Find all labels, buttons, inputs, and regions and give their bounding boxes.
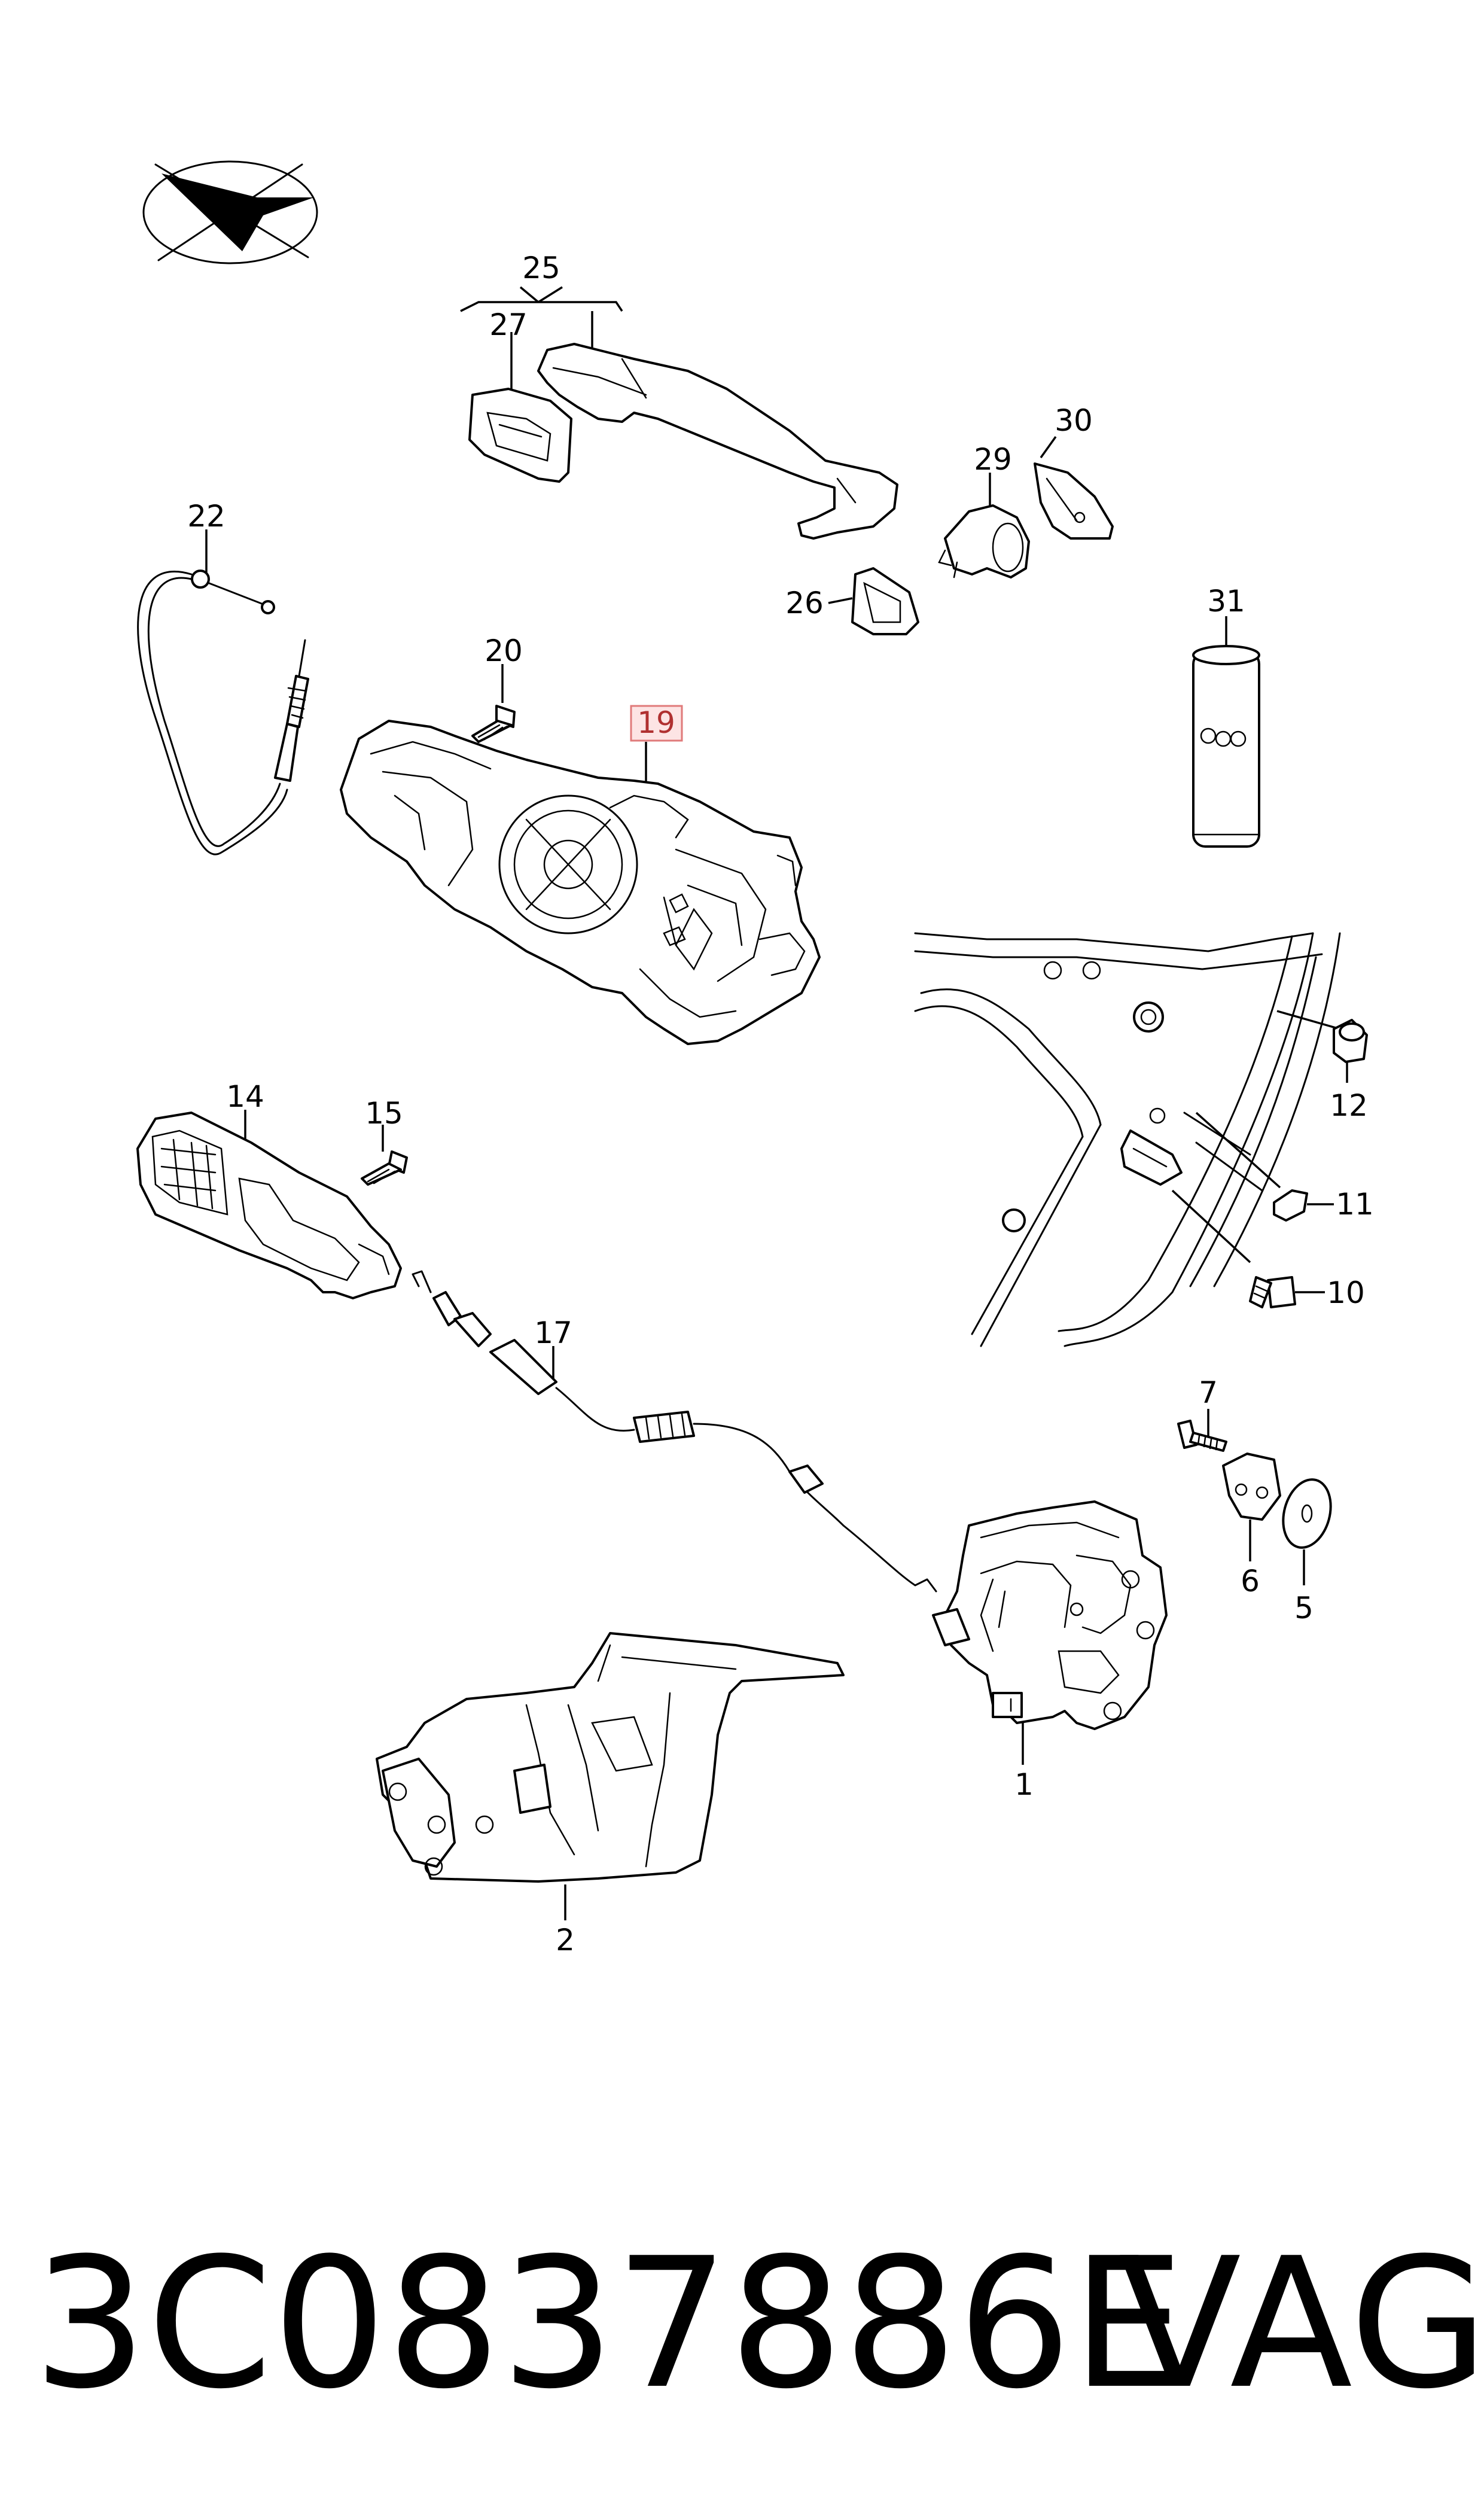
striker-plate-6 [1222, 1453, 1281, 1561]
callout-22: 22 [187, 499, 226, 534]
clip-12 [1333, 1019, 1368, 1083]
callout-1: 1 [1014, 1767, 1034, 1802]
washer-5 [1282, 1478, 1332, 1585]
callout-25: 25 [522, 251, 560, 285]
bolt-7 [1177, 1409, 1227, 1452]
handle-carrier-bracket-19 [340, 705, 821, 1045]
screw-15 [361, 1125, 408, 1186]
callout-17: 17 [534, 1316, 572, 1350]
gasket-26 [828, 567, 919, 635]
cap-30 [1034, 436, 1114, 540]
brand-logo-icon [142, 160, 318, 264]
callout-2: 2 [556, 1923, 575, 1957]
lock-cylinder-housing-29 [938, 473, 1030, 578]
handle-gasket-27 [468, 388, 572, 483]
callout-26: 26 [785, 586, 824, 620]
callout-31: 31 [1207, 584, 1245, 619]
callout-15: 15 [365, 1096, 403, 1131]
brand-name: VAG [1119, 2219, 1484, 2428]
callout-11: 11 [1336, 1187, 1374, 1222]
cable-17 [412, 1270, 937, 1593]
door-frame-panel [914, 932, 1341, 1347]
outer-handle-group [460, 286, 898, 540]
callout-7: 7 [1199, 1375, 1218, 1410]
lubricant-tube-31 [1192, 616, 1260, 848]
callout-20: 20 [484, 634, 523, 668]
interior-handle-14 [136, 1110, 402, 1299]
lock-carrier-2 [376, 1632, 845, 1920]
door-lock-1 [932, 1500, 1168, 1765]
callout-19: 19 [637, 705, 675, 740]
callout-30: 30 [1055, 403, 1093, 438]
screw-10 [1249, 1276, 1325, 1308]
part-number: 3C0837886E [33, 2219, 1185, 2428]
callout-27: 27 [489, 307, 528, 342]
callout-29: 29 [974, 442, 1012, 477]
callout-10: 10 [1327, 1275, 1365, 1310]
plug-11 [1273, 1189, 1334, 1222]
outer-door-handle [537, 343, 898, 540]
callout-6: 6 [1241, 1564, 1260, 1599]
bowden-cable-22 [137, 529, 309, 855]
callout-14: 14 [226, 1079, 264, 1114]
screw-20 [471, 664, 516, 743]
callout-5: 5 [1294, 1591, 1314, 1625]
callout-12: 12 [1330, 1088, 1368, 1123]
